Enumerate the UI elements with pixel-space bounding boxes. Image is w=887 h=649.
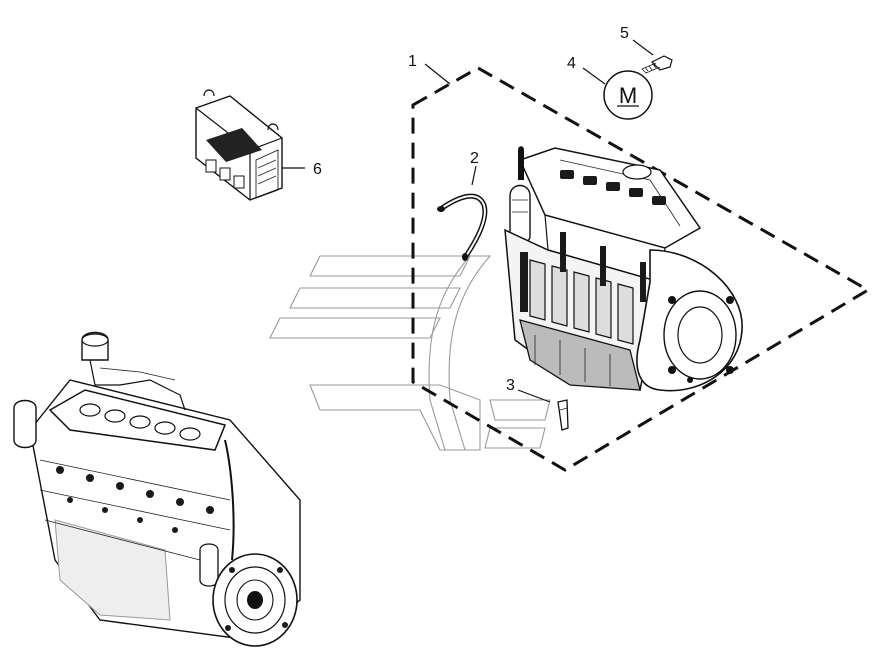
callout-1: 1 (408, 53, 417, 70)
marker-letter: M (619, 83, 637, 108)
reference-engine (13, 331, 301, 647)
callout-4: 4 (567, 55, 576, 72)
part-6-control-unit (195, 89, 283, 201)
engine-assembly (504, 146, 743, 392)
part-4-marker: M (603, 70, 653, 120)
part-3-pipe (557, 399, 569, 431)
callout-5: 5 (620, 25, 629, 42)
callout-6: 6 (313, 161, 322, 178)
watermark-logo (269, 255, 551, 451)
callout-2: 2 (470, 150, 479, 167)
leader-lines (280, 39, 654, 403)
callout-3: 3 (506, 377, 515, 394)
part-2-hose (437, 193, 488, 261)
kit-boundary-dashed (411, 66, 871, 472)
part-5-bolt (641, 55, 673, 74)
